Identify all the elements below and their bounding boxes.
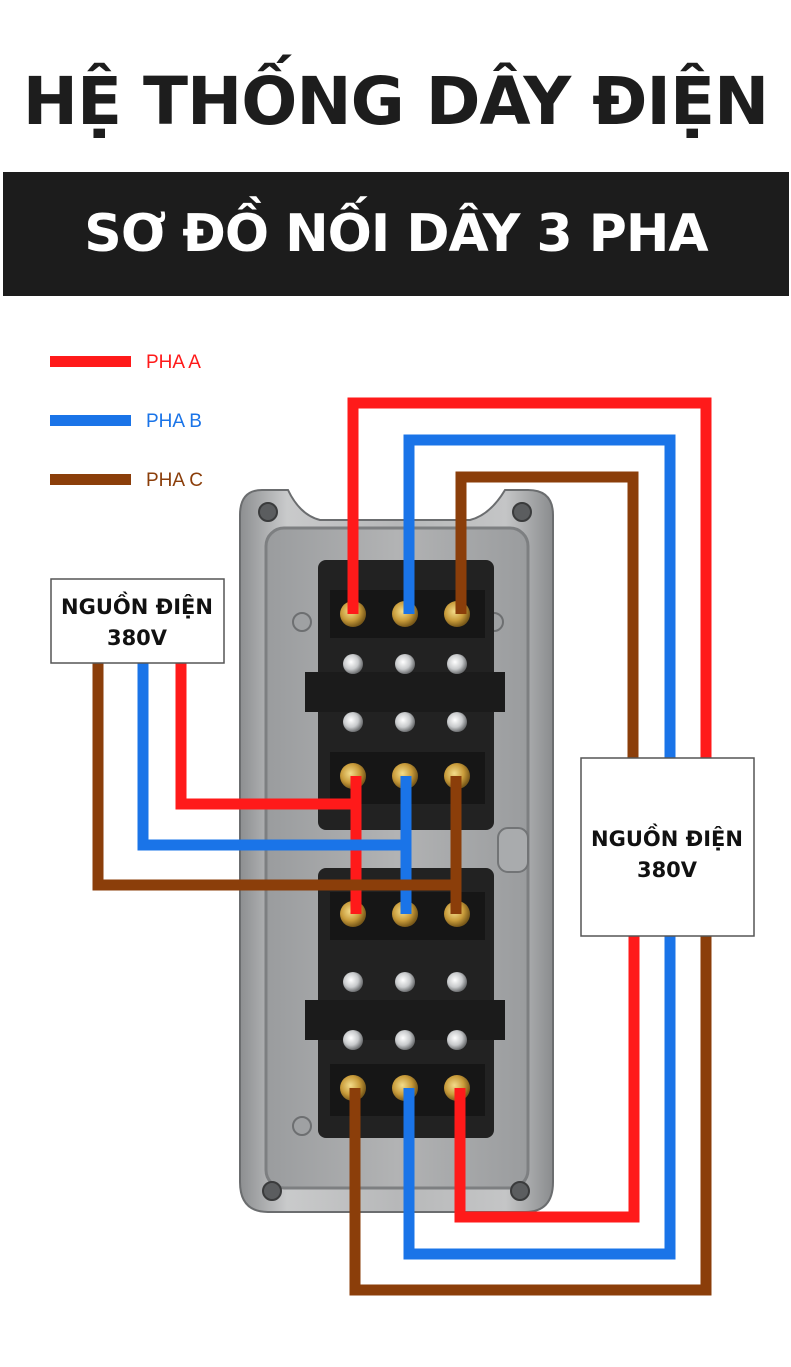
cover-screw-hole-icon	[292, 612, 312, 632]
wire-pha-a-bottom	[454, 936, 640, 1223]
legend-swatch-pha-a	[50, 356, 131, 367]
contact-icon	[395, 654, 415, 674]
mounting-hole-icon	[258, 502, 278, 522]
cover-screw-hole-icon	[292, 1116, 312, 1136]
legend: PHA A PHA B PHA C	[50, 352, 203, 491]
legend-label-pha-b: PHA B	[146, 411, 202, 432]
legend-label-pha-c: PHA C	[146, 470, 203, 491]
contact-icon	[447, 972, 467, 992]
power-source-left: NGUỒN ĐIỆN 380V	[50, 578, 225, 664]
subtitle: SƠ ĐỒ NỐI DÂY 3 PHA	[84, 204, 708, 264]
contact-icon	[343, 1030, 363, 1050]
contact-icon	[395, 712, 415, 732]
wire-pha-a-top	[347, 397, 712, 758]
mounting-hole-icon	[512, 502, 532, 522]
contact-icon	[343, 712, 363, 732]
wire-pha-b-top	[403, 434, 676, 758]
source-left-line2: 380V	[107, 626, 168, 650]
page-title: HỆ THỐNG DÂY ĐIỆN	[22, 63, 770, 140]
contact-icon	[447, 1030, 467, 1050]
legend-swatch-pha-c	[50, 474, 131, 485]
wire-pha-a-left	[175, 663, 362, 914]
wires	[92, 397, 712, 1296]
wire-pha-c-top	[455, 471, 639, 758]
contact-icon	[343, 654, 363, 674]
contact-icon	[343, 972, 363, 992]
source-right-line2: 380V	[637, 858, 698, 882]
legend-swatch-pha-b	[50, 415, 131, 426]
contact-icon	[395, 972, 415, 992]
mounting-hole-icon	[262, 1181, 282, 1201]
contact-icon	[447, 654, 467, 674]
mounting-hole-icon	[510, 1181, 530, 1201]
source-right-line1: NGUỒN ĐIỆN	[591, 823, 743, 851]
wire-pha-c-bottom	[349, 936, 712, 1296]
power-source-right: NGUỒN ĐIỆN 380V	[580, 757, 755, 937]
source-left-line1: NGUỒN ĐIỆN	[61, 591, 213, 619]
contact-icon	[395, 1030, 415, 1050]
wire-pha-b-bottom	[403, 936, 676, 1260]
subtitle-banner: SƠ ĐỒ NỐI DÂY 3 PHA	[3, 172, 789, 296]
contact-icon	[447, 712, 467, 732]
wire-pha-c-left	[92, 663, 462, 914]
legend-label-pha-a: PHA A	[146, 352, 201, 373]
